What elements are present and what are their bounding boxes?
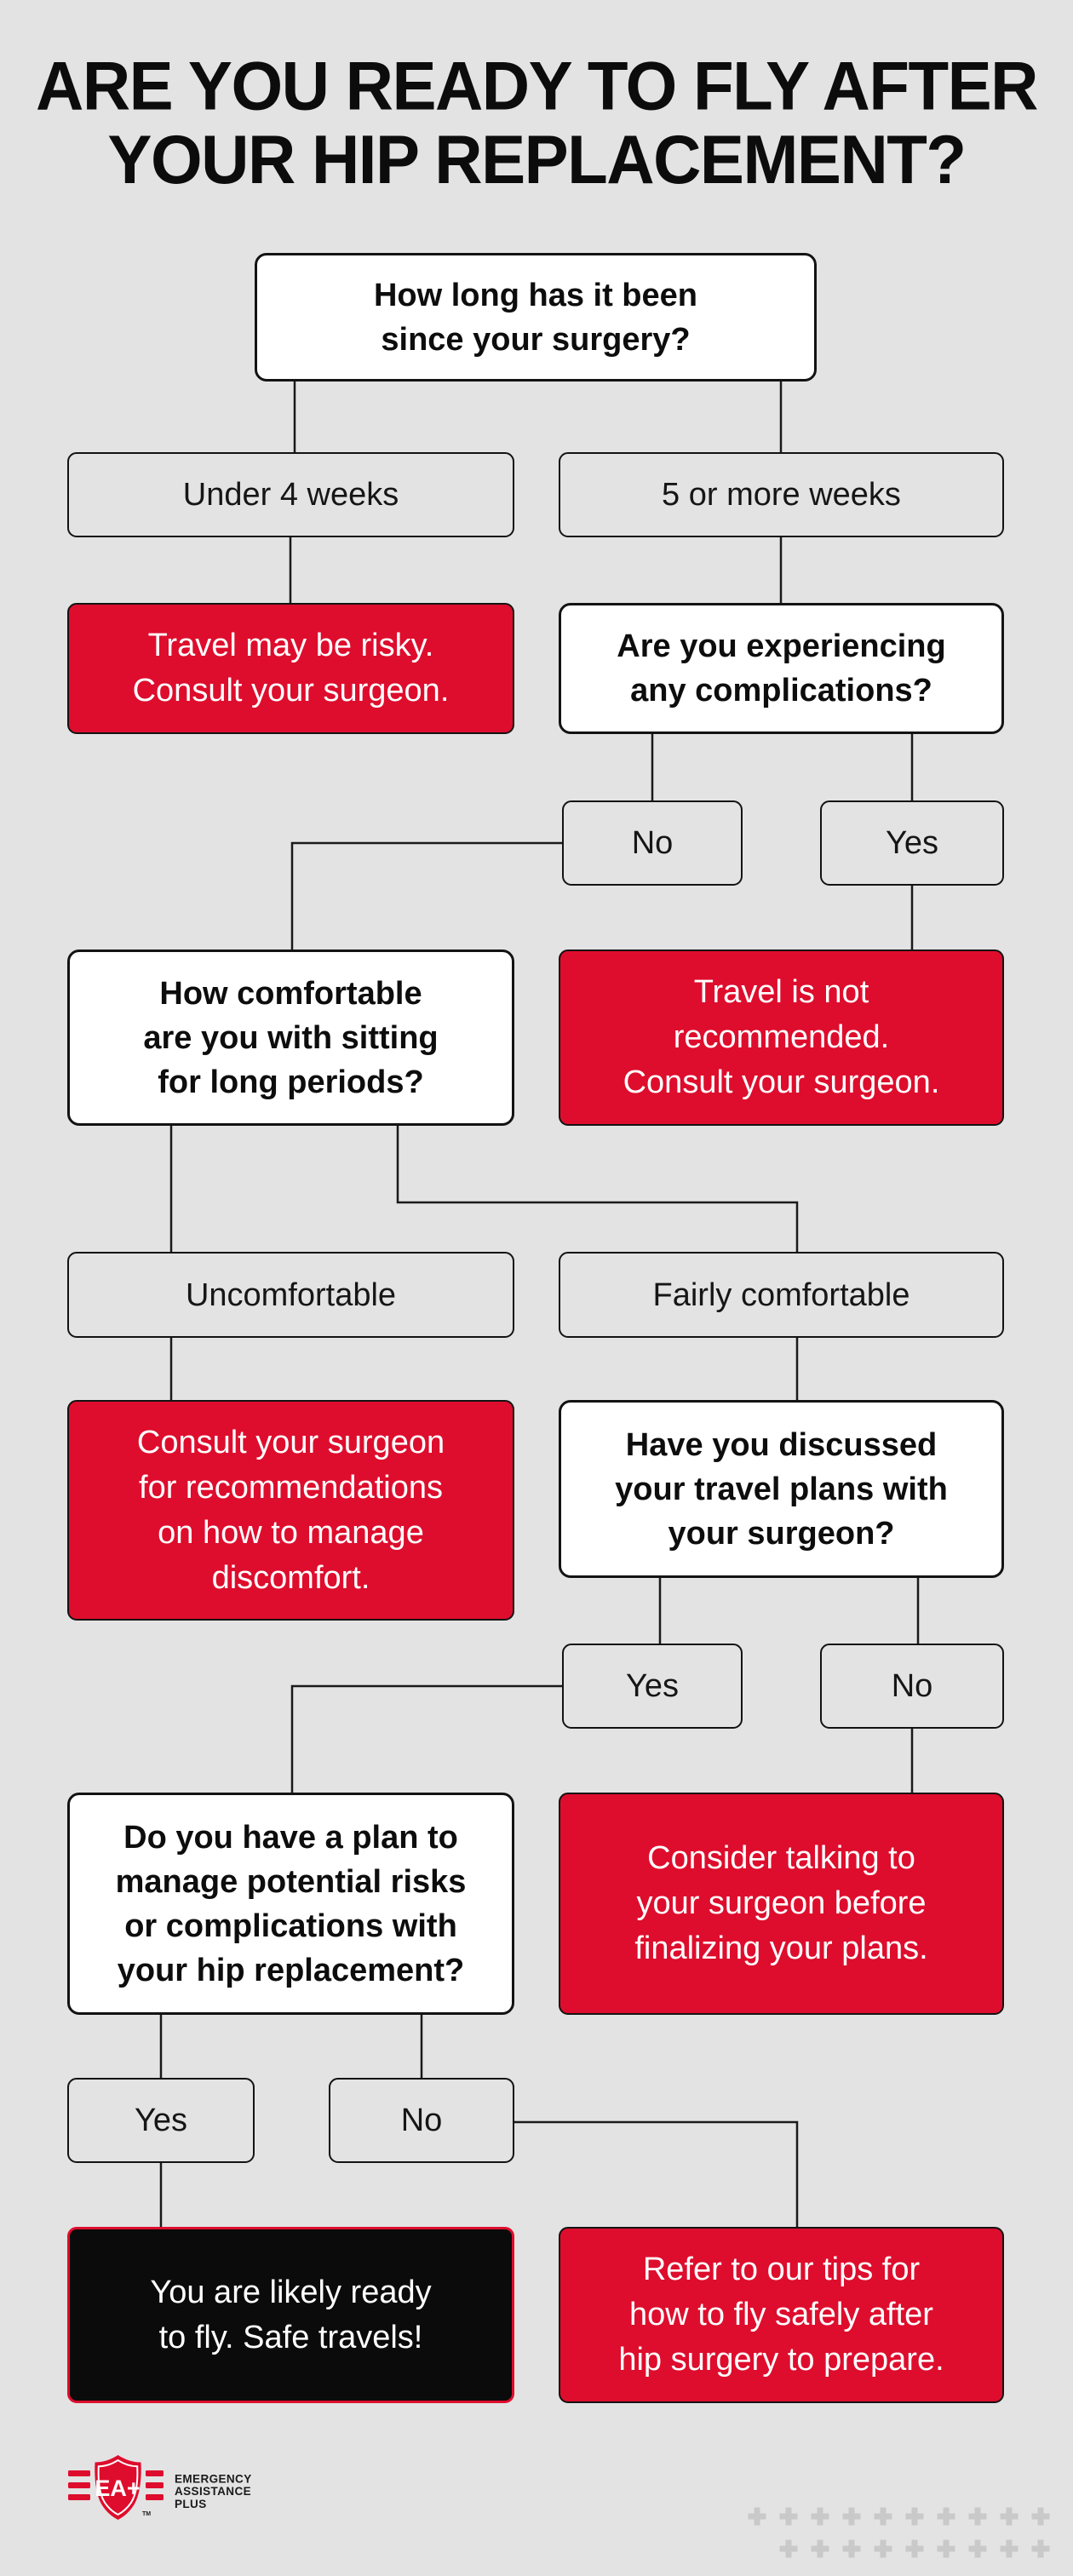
res-refer-tips: Refer to our tips for how to fly safely … bbox=[559, 2227, 1004, 2403]
plus-icon bbox=[1031, 2539, 1050, 2558]
plus-icon bbox=[937, 2539, 955, 2558]
eap-shield-icon: EA+ TM bbox=[68, 2455, 164, 2520]
connector-yes-to-risk-plan bbox=[290, 1684, 562, 1793]
plus-icon bbox=[779, 2507, 798, 2526]
res-travel-not-recommended: Travel is not recommended. Consult your … bbox=[559, 950, 1004, 1126]
opt-uncomfortable: Uncomfortable bbox=[67, 1252, 514, 1338]
plus-icon bbox=[748, 2507, 766, 2526]
plus-icon bbox=[811, 2539, 829, 2558]
plus-icon bbox=[874, 2539, 892, 2558]
plus-icon bbox=[779, 2539, 798, 2558]
eap-shield-text: EA+ bbox=[95, 2476, 140, 2501]
opt-discussed-no: No bbox=[820, 1644, 1004, 1729]
q-complications: Are you experiencing any complications? bbox=[559, 603, 1004, 734]
plus-icon bbox=[842, 2507, 861, 2526]
eap-logo: EA+ TM EMERGENCY ASSISTANCE PLUS bbox=[68, 2451, 341, 2527]
opt-plan-yes: Yes bbox=[67, 2078, 255, 2163]
plus-pattern-decoration bbox=[748, 2507, 1050, 2558]
plus-icon bbox=[811, 2507, 829, 2526]
plus-icon bbox=[905, 2507, 924, 2526]
plus-icon bbox=[937, 2507, 955, 2526]
q-surgery-time: How long has it been since your surgery? bbox=[255, 253, 817, 382]
plus-icon bbox=[968, 2507, 987, 2526]
opt-discussed-yes: Yes bbox=[562, 1644, 743, 1729]
eap-trademark: TM bbox=[142, 2511, 151, 2517]
connector-no-to-refer-tips bbox=[514, 2120, 799, 2227]
q-risk-plan: Do you have a plan to manage potential r… bbox=[67, 1793, 514, 2015]
opt-complications-no: No bbox=[562, 800, 743, 886]
plus-icon bbox=[874, 2507, 892, 2526]
plus-icon bbox=[842, 2539, 861, 2558]
opt-fairly-comfortable: Fairly comfortable bbox=[559, 1252, 1004, 1338]
plus-icon bbox=[1000, 2539, 1018, 2558]
opt-under-4-weeks: Under 4 weeks bbox=[67, 452, 514, 537]
plus-icon bbox=[1031, 2507, 1050, 2526]
plus-icon bbox=[905, 2539, 924, 2558]
q-discussed-plans: Have you discussed your travel plans wit… bbox=[559, 1400, 1004, 1578]
opt-5-or-more-weeks: 5 or more weeks bbox=[559, 452, 1004, 537]
eap-brand-line-3: PLUS bbox=[175, 2497, 207, 2511]
connector-sitting-to-fairly bbox=[396, 1126, 799, 1252]
res-consider-talking: Consider talking to your surgeon before … bbox=[559, 1793, 1004, 2015]
eap-brand-line-2: ASSISTANCE bbox=[175, 2484, 252, 2499]
page-title-line-2: YOUR HIP REPLACEMENT? bbox=[107, 120, 967, 198]
eap-brand-text: EMERGENCY ASSISTANCE PLUS bbox=[175, 2471, 252, 2511]
plus-icon bbox=[968, 2539, 987, 2558]
opt-complications-yes: Yes bbox=[820, 800, 1004, 886]
q-sitting-comfort: How comfortable are you with sitting for… bbox=[67, 950, 514, 1126]
res-ready-to-fly: You are likely ready to fly. Safe travel… bbox=[67, 2227, 514, 2403]
opt-plan-no: No bbox=[329, 2078, 514, 2163]
eap-brand-line-1: EMERGENCY bbox=[175, 2471, 252, 2486]
res-consult-discomfort: Consult your surgeon for recommendations… bbox=[67, 1400, 514, 1621]
connector-no-to-sitting-comfort bbox=[290, 841, 562, 950]
res-travel-risky: Travel may be risky. Consult your surgeo… bbox=[67, 603, 514, 734]
page-title-line-1: ARE YOU READY TO FLY AFTER bbox=[35, 46, 1039, 125]
page-title: ARE YOU READY TO FLY AFTER YOUR HIP REPL… bbox=[0, 49, 1073, 197]
plus-icon bbox=[1000, 2507, 1018, 2526]
